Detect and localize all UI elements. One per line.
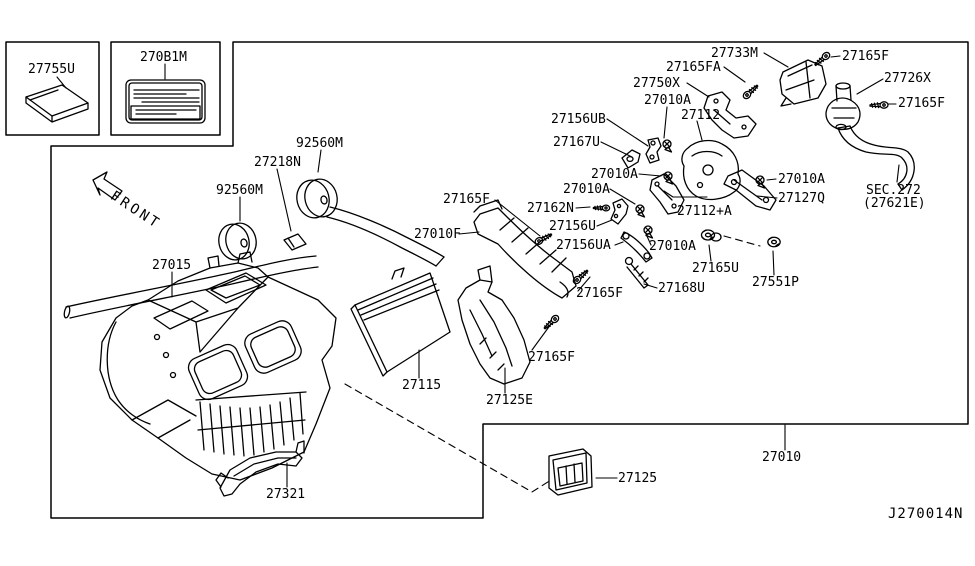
filter-pad-27755U-drawing <box>26 85 88 122</box>
part-label-27218N: 27218N <box>254 155 301 170</box>
part-label-27165F: 27165F <box>576 286 623 301</box>
heater-pipes-drawing <box>63 207 444 318</box>
stud-27168U-drawing <box>626 258 649 289</box>
part-label-27726X: 27726X <box>884 71 931 86</box>
bracket-27156UB-drawing <box>646 138 661 163</box>
part-label-27165F: 27165F <box>528 350 575 365</box>
part-label-27010F: 27010F <box>414 227 461 242</box>
clip-27010A-icons <box>635 139 766 239</box>
part-label-27750X: 27750X <box>633 76 680 91</box>
sealing-disc-92560M-left-drawing <box>215 220 260 263</box>
diagram-borders <box>6 42 968 518</box>
part-label-27165F: 27165F <box>842 49 889 64</box>
hose-clamp-27218N-drawing <box>284 234 306 250</box>
part-label-27115: 27115 <box>402 378 442 393</box>
part-label-270B1M: 270B1M <box>140 50 187 65</box>
front-direction-arrow <box>93 172 122 200</box>
bracket-27112A-drawing <box>650 174 684 214</box>
part-label-27156U: 27156U <box>549 219 596 234</box>
actuator-27112-drawing <box>682 141 740 200</box>
part-label-27165U: 27165U <box>692 261 739 276</box>
part-label-27127Q: 27127Q <box>778 191 825 206</box>
bracket-27750X-drawing <box>704 92 756 138</box>
link-27156UA-drawing <box>621 232 652 262</box>
part-label-27156UB: 27156UB <box>551 112 606 127</box>
part-label-27162N: 27162N <box>527 201 574 216</box>
part-label-27015: 27015 <box>152 258 192 273</box>
bracket-27127Q-drawing <box>724 170 776 210</box>
part-label-27551P: 27551P <box>752 275 799 290</box>
part-label-27321: 27321 <box>266 487 306 502</box>
part-label-27165F: 27165F <box>443 192 490 207</box>
part-label-27010A: 27010A <box>563 182 610 197</box>
foot-duct-27321-drawing <box>216 441 304 496</box>
part-label-SEC.272: SEC.272 <box>866 183 921 198</box>
part-label-27165F: 27165F <box>898 96 945 111</box>
part-label-27010A: 27010A <box>644 93 691 108</box>
part-label-27167U: 27167U <box>553 135 600 150</box>
inset-box-270B1M <box>111 42 220 135</box>
part-label-92560M: 92560M <box>296 136 343 151</box>
part-label-27010A: 27010A <box>591 167 638 182</box>
air-duct-27010F-drawing <box>474 200 576 298</box>
part-label-27621E: (27621E) <box>863 196 926 211</box>
screw-27162N-drawing <box>592 204 611 212</box>
part-label-27733M: 27733M <box>711 46 758 61</box>
water-hose-sec272-drawing <box>838 126 914 190</box>
evaporator-27115-drawing <box>351 268 450 376</box>
bracket-27125E-drawing <box>458 266 530 384</box>
bracket-27156U-drawing <box>611 199 628 224</box>
part-label-27112: 27112 <box>681 108 721 123</box>
grommet-27551P-drawing <box>767 236 781 248</box>
dashed-leader-lines <box>345 236 760 492</box>
part-label-27010A: 27010A <box>778 172 825 187</box>
water-pump-27726X-drawing <box>826 83 860 130</box>
main-assembly-box-27010 <box>51 42 968 518</box>
part-label-27125: 27125 <box>618 471 658 486</box>
heater-unit-27015-drawing <box>100 252 336 480</box>
sealing-disc-92560M-right-drawing <box>293 176 341 222</box>
inset-box-27755U <box>6 42 99 135</box>
part-label-27156UA: 27156UA <box>556 238 611 253</box>
part-label-92560M: 92560M <box>216 183 263 198</box>
part-label-27010: 27010 <box>762 450 802 465</box>
caution-label-270B1M-drawing <box>126 80 205 123</box>
part-label-27755U: 27755U <box>28 62 75 77</box>
grommet-27165U-drawing <box>700 229 722 241</box>
part-label-27165FA: 27165FA <box>666 60 721 75</box>
part-label-27125E: 27125E <box>486 393 533 408</box>
valve-27167U-drawing <box>622 150 640 168</box>
leader-lines <box>57 53 899 487</box>
part-label-27168U: 27168U <box>658 281 705 296</box>
part-label-27112+A: 27112+A <box>677 204 732 219</box>
valve-27733M-drawing <box>780 60 826 106</box>
part-label-27010A: 27010A <box>649 239 696 254</box>
diagram-id: J270014N <box>888 506 964 522</box>
aspirator-27125-drawing <box>549 449 592 495</box>
